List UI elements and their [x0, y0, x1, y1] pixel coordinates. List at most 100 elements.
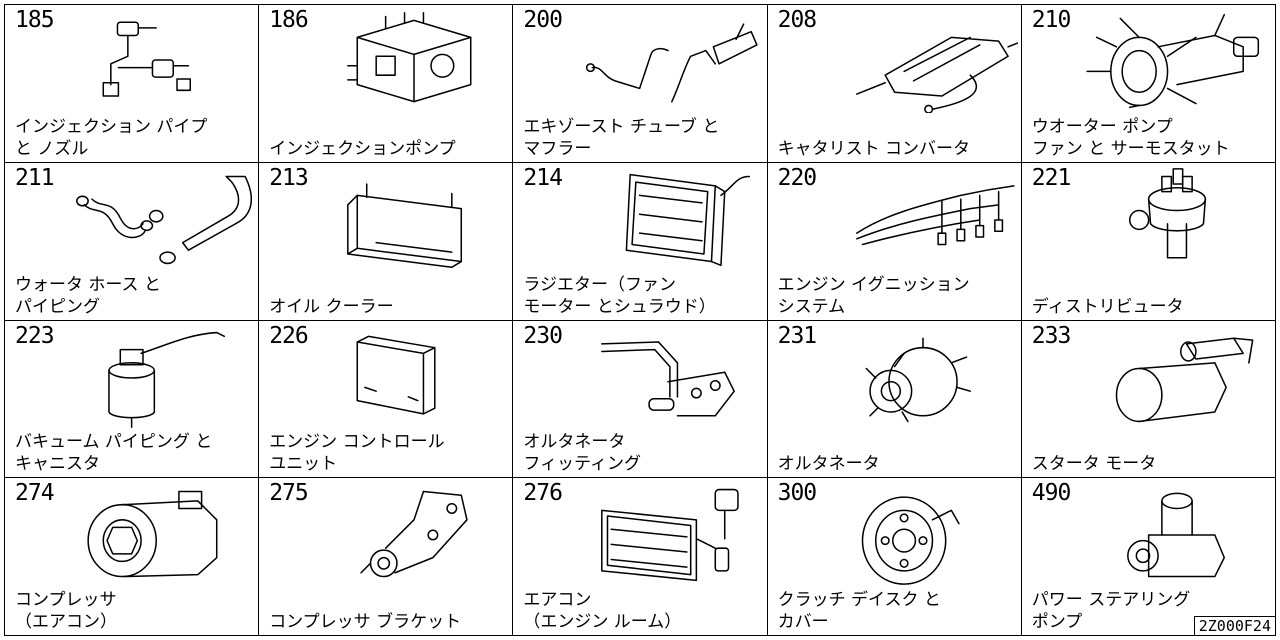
water-hose-icon — [65, 167, 255, 271]
part-cell-275[interactable]: 275 コンプレッサ ブラケット — [259, 478, 514, 636]
part-label-line: フィッティング — [523, 454, 642, 475]
part-label: ウオーター ポンプファン と サーモスタット — [1032, 116, 1230, 160]
part-cell-186[interactable]: 186 インジェクションポンプ — [259, 5, 514, 163]
starter-motor-icon — [1082, 325, 1272, 429]
part-cell-210[interactable]: 210 ウオーター ポンプファン と サーモスタット — [1021, 5, 1276, 163]
part-label: スタータ モータ — [1032, 453, 1156, 475]
part-label-line: オルタネータ — [777, 454, 880, 475]
part-code: 221 — [1031, 164, 1072, 191]
part-label-line: （エンジン ルーム） — [523, 612, 682, 632]
part-cell-274[interactable]: 274 コンプレッサ（エアコン） — [5, 478, 260, 636]
part-label: エアコン（エンジン ルーム） — [523, 589, 681, 633]
part-code: 185 — [15, 7, 55, 33]
water-pump-fan-icon — [1082, 9, 1272, 113]
part-label-line: オイル クーラー — [269, 296, 394, 317]
part-label: エンジン コントロールユニット — [269, 431, 444, 475]
part-label-line: インジェクションポンプ — [269, 138, 456, 159]
ac-condenser-icon — [573, 482, 763, 586]
alternator-bracket-icon — [573, 325, 763, 429]
part-label-line: コンプレッサ — [15, 590, 117, 610]
part-label-line: マフラー — [523, 138, 592, 159]
part-label-line: クラッチ デイスク と — [777, 590, 941, 610]
part-label-line: インジェクション パイプ — [15, 116, 208, 137]
alternator-icon — [828, 325, 1018, 429]
compressor-bracket-icon — [319, 482, 509, 586]
part-code: 490 — [1031, 480, 1072, 507]
part-cell-230[interactable]: 230 オルタネータフィッティング — [513, 320, 768, 479]
part-code: 276 — [523, 480, 563, 507]
part-label-line: と ノズル — [15, 138, 89, 159]
part-cell-185[interactable]: 185 インジェクション パイプと ノズル — [5, 5, 260, 163]
power-steering-pump-icon — [1082, 482, 1272, 586]
part-label-line: パイピング — [15, 296, 100, 317]
part-label-line: ウォータ ホース と — [15, 274, 161, 295]
part-cell-221[interactable]: 221 ディストリビュータ — [1021, 162, 1276, 321]
ac-compressor-icon — [65, 482, 255, 586]
parts-category-grid: 185 インジェクション パイプと ノズル 186 インジェクションポンプ 200 エキゾ… — [4, 4, 1276, 636]
vacuum-canister-icon — [65, 325, 255, 429]
part-label-line: オルタネータ — [523, 432, 626, 453]
part-label-line: エキゾースト チューブ と — [523, 116, 720, 137]
part-label-line: キャタリスト コンバータ — [777, 138, 970, 159]
part-code: 231 — [777, 322, 818, 349]
diagram-reference-code: 2Z000F24 — [1193, 616, 1276, 636]
part-label-line: パワー ステアリング — [1031, 590, 1191, 610]
part-label: インジェクション パイプと ノズル — [15, 116, 207, 160]
part-code: 274 — [15, 480, 55, 507]
part-label-line: ポンプ — [1031, 612, 1083, 632]
part-code: 233 — [1031, 322, 1072, 349]
part-code: 208 — [777, 7, 818, 33]
part-label: キャタリスト コンバータ — [778, 138, 970, 160]
part-cell-200[interactable]: 200 エキゾースト チューブ とマフラー — [513, 5, 768, 163]
part-label: エンジン イグニッションシステム — [778, 274, 970, 318]
part-cell-276[interactable]: 276 エアコン（エンジン ルーム） — [513, 478, 768, 636]
part-label-line: ユニット — [269, 454, 338, 475]
part-label-line: ウオーター ポンプ — [1031, 116, 1173, 137]
part-label: ウォータ ホース とパイピング — [15, 274, 161, 318]
part-label: オルタネータ — [778, 453, 880, 475]
part-label: オルタネータフィッティング — [523, 431, 641, 475]
part-label: バキューム パイピング とキャニスタ — [15, 431, 212, 475]
part-cell-226[interactable]: 226 エンジン コントロールユニット — [259, 320, 514, 479]
part-code: 275 — [269, 480, 309, 507]
part-label-line: ファン と サーモスタット — [1031, 138, 1230, 159]
part-label-line: スタータ モータ — [1031, 454, 1157, 475]
distributor-icon — [1082, 167, 1272, 271]
oil-cooler-icon — [319, 167, 509, 271]
part-label: コンプレッサ（エアコン） — [15, 589, 117, 633]
part-code: 200 — [523, 7, 563, 33]
injection-pipe-icon — [65, 9, 255, 113]
injection-pump-icon — [319, 9, 509, 113]
part-cell-490[interactable]: 490 パワー ステアリングポンプ — [1021, 478, 1276, 636]
part-label-line: キャニスタ — [15, 454, 100, 475]
part-label-line: モーター とシュラウド） — [523, 296, 716, 317]
part-code: 226 — [269, 322, 309, 349]
clutch-disc-icon — [828, 482, 1018, 586]
part-label: コンプレッサ ブラケット — [269, 611, 461, 633]
part-code: 210 — [1031, 7, 1072, 33]
part-label-line: バキューム パイピング と — [15, 432, 213, 453]
part-cell-208[interactable]: 208 キャタリスト コンバータ — [767, 5, 1022, 163]
exhaust-muffler-icon — [573, 9, 763, 113]
part-label: オイル クーラー — [269, 296, 393, 318]
part-label: ディストリビュータ — [1032, 296, 1184, 318]
ecu-icon — [319, 325, 509, 429]
part-label: クラッチ デイスク とカバー — [778, 589, 941, 633]
part-cell-233[interactable]: 233 スタータ モータ — [1021, 320, 1276, 479]
part-label-line: コンプレッサ ブラケット — [269, 612, 462, 632]
part-label-line: エンジン イグニッション — [777, 274, 970, 295]
part-label-line: システム — [777, 296, 846, 317]
part-label: インジェクションポンプ — [269, 138, 456, 160]
part-code: 186 — [269, 7, 309, 33]
part-cell-231[interactable]: 231 オルタネータ — [767, 320, 1022, 479]
part-label: ラジエター（ファンモーター とシュラウド） — [523, 274, 715, 318]
part-code: 230 — [523, 322, 563, 349]
part-label-line: カバー — [777, 612, 829, 632]
part-label-line: （エアコン） — [15, 612, 117, 632]
